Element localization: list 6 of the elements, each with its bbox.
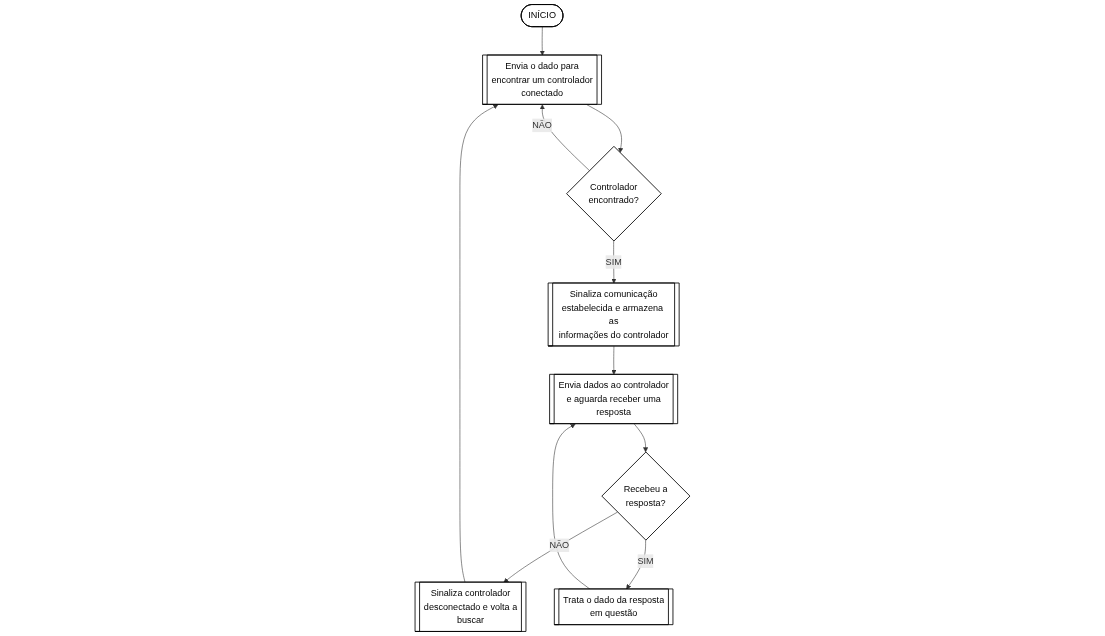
edge-label: SIM [637, 556, 654, 566]
edge-label: NÃO [532, 120, 552, 130]
node-diamond: Controlador encontrado? [566, 145, 662, 242]
node-diamond: Recebeu a resposta? [601, 451, 691, 541]
edge-label: NÃO [549, 540, 570, 550]
edge-label: SIM [605, 256, 622, 267]
